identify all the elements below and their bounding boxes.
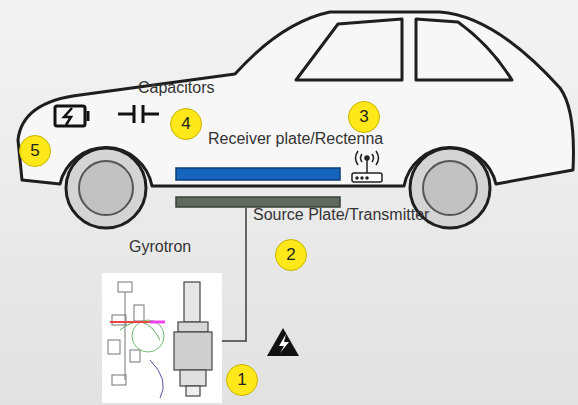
source-plate — [176, 197, 340, 207]
capacitor-symbol — [118, 105, 159, 123]
part-label: Gyrotron — [129, 238, 191, 256]
rectenna-icon — [352, 151, 382, 182]
gyrotron-illustration — [102, 273, 222, 403]
callout-number: 4 — [170, 108, 202, 140]
wheel — [66, 148, 146, 228]
callout-number: 3 — [348, 101, 380, 133]
receiver-plate — [176, 168, 340, 180]
part-label: Capacitors — [138, 79, 214, 97]
part-label: Source Plate/Transmitter — [253, 206, 429, 224]
warning-symbol — [267, 328, 299, 356]
car-window — [416, 19, 512, 80]
battery-icon — [55, 106, 88, 126]
part-label: Receiver plate/Rectenna — [208, 130, 383, 148]
car-window — [296, 19, 402, 80]
callout-number: 2 — [275, 239, 307, 271]
callout-number: 1 — [226, 364, 258, 396]
callout-number: 5 — [19, 135, 51, 167]
